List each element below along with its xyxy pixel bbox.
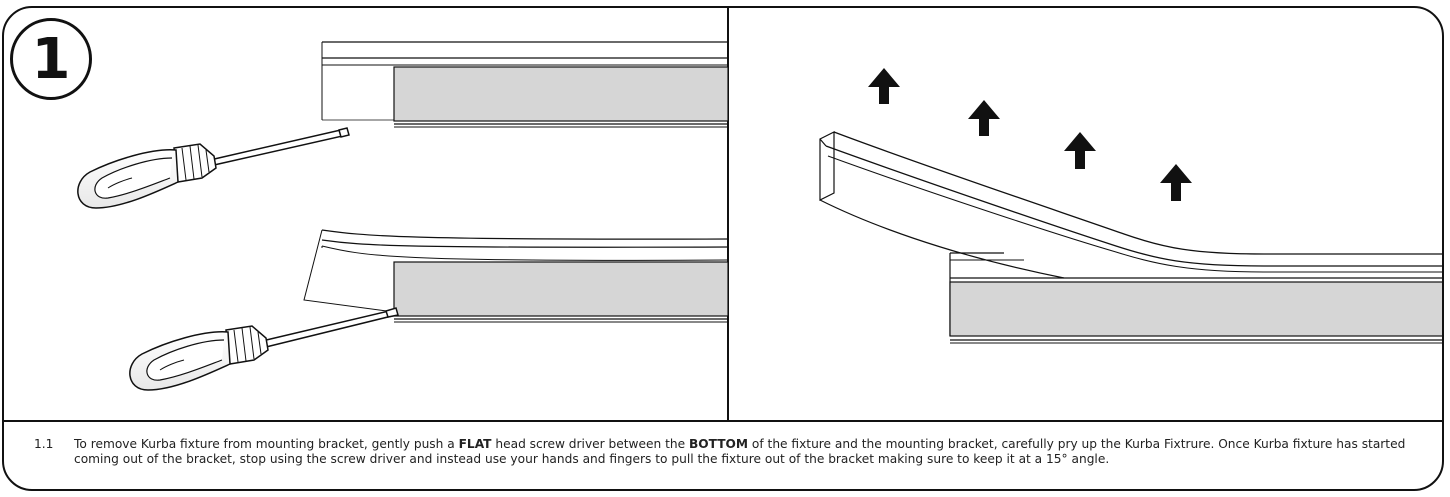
up-arrow-icon [1064,132,1096,169]
mounting-bracket-top [321,41,729,128]
caption-step-number: 1.1 [34,437,54,451]
caption-segment: head screw driver between the [491,437,689,451]
kurba-fixture-angled [819,131,1442,279]
up-arrow-icon [1160,164,1192,201]
caption-text: To remove Kurba fixture from mounting br… [74,437,1414,467]
flat-screwdriver-top [77,127,350,209]
mounting-bracket-bottom [303,229,729,323]
caption-segment: To remove Kurba fixture from mounting br… [74,437,459,451]
step-number-badge: 1 [10,18,92,100]
up-arrow-icon [868,68,900,104]
instruction-caption: 1.1 To remove Kurba fixture from mountin… [4,427,1442,489]
caption-segment: of the fixture and the mounting bracket,… [74,437,1406,466]
mounting-bracket [949,252,1442,344]
instruction-illustration [4,8,1442,422]
caption-emphasis: BOTTOM [689,437,749,451]
caption-emphasis: FLAT [458,437,492,451]
flat-screwdriver-bottom [129,307,399,391]
up-arrow-icon [968,100,1000,136]
instruction-panel: 1 1.1 To remove Kurba fixture from mount… [2,6,1444,491]
